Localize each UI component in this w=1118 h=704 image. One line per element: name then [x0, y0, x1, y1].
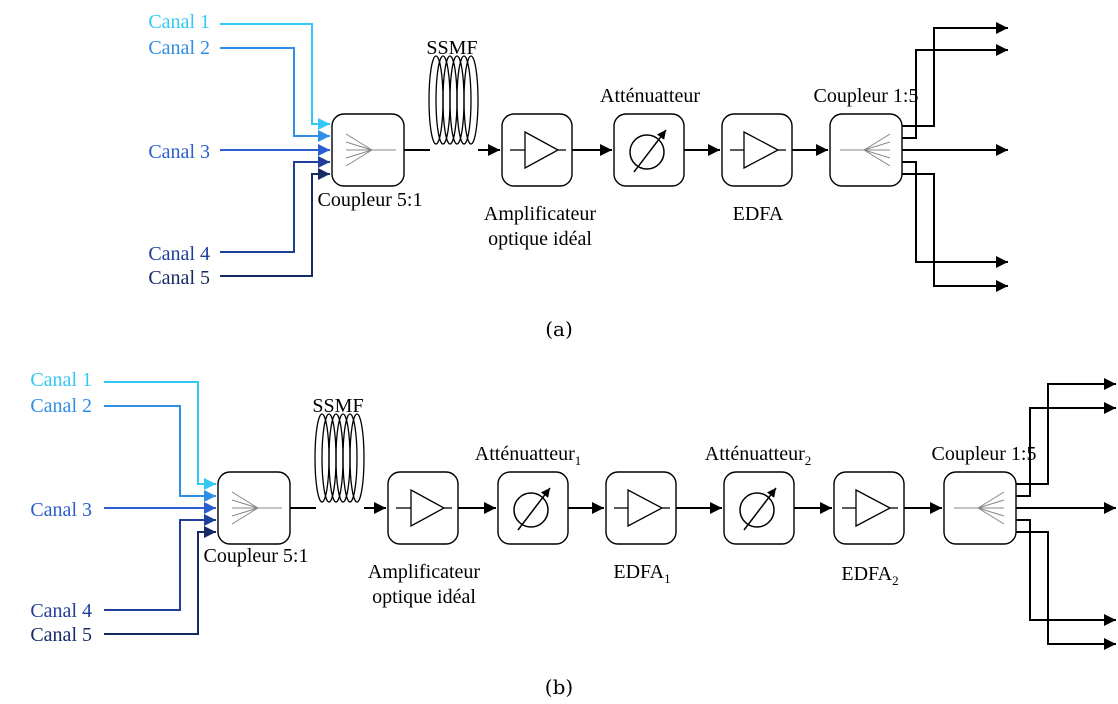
- attenuator-1-b: [497, 471, 569, 545]
- canal-1-wire-b: [104, 381, 216, 490]
- coupler-5-1-a: [331, 113, 405, 187]
- edfa-2-label-b: EDFA2: [841, 563, 898, 588]
- edfa-1-b: [605, 471, 677, 545]
- coupler-1-5-b: [943, 471, 1017, 545]
- output-4-wire-a: [902, 161, 1008, 268]
- canal-2-label-b: Canal 2: [30, 395, 92, 417]
- amplifier-label-line2-b: optique idéal: [372, 586, 476, 608]
- ssmf-label-b: SSMF: [312, 395, 363, 417]
- coupler-1-5-a: [829, 113, 903, 187]
- canal-4-wire-b: [104, 514, 216, 611]
- canal-2-label-a: Canal 2: [148, 37, 210, 59]
- edfa-a: [721, 113, 793, 187]
- canal-2-wire-a: [220, 47, 330, 142]
- attenuator-label-a: Atténuatteur: [600, 85, 700, 107]
- coupler-1-5-label-a: Coupleur 1:5: [814, 85, 919, 107]
- ssmf-spool-b: [314, 413, 365, 503]
- canal-3-label-a: Canal 3: [148, 141, 210, 163]
- amplifier-label-line1-b: Amplificateur: [368, 561, 481, 583]
- attenuator-2-label-b: Atténuatteur2: [705, 443, 811, 468]
- output-4-wire-b: [1016, 519, 1116, 626]
- output-1-wire-b: [1016, 378, 1116, 485]
- caption-b: (b): [545, 675, 573, 699]
- edfa-1-label-b: EDFA1: [613, 561, 670, 586]
- amplifier-label-line1-a: Amplificateur: [484, 203, 597, 225]
- canal-5-wire-b: [104, 526, 216, 635]
- output-5-wire-b: [1016, 531, 1116, 650]
- canal-1-label-a: Canal 1: [148, 11, 210, 33]
- canal-5-label-b: Canal 5: [30, 624, 92, 646]
- ideal-amplifier-b: [387, 471, 459, 545]
- coupler-5-1-label-a: Coupleur 5:1: [318, 189, 423, 211]
- canal-2-wire-b: [104, 405, 216, 502]
- output-2-wire-b: [1016, 402, 1116, 497]
- canal-4-label-b: Canal 4: [30, 600, 92, 622]
- output-2-wire-a: [902, 44, 1008, 139]
- ssmf-spool-a: [428, 55, 479, 145]
- ideal-amplifier-a: [501, 113, 573, 187]
- coupler-1-5-label-b: Coupleur 1:5: [932, 443, 1037, 465]
- caption-a: (a): [545, 317, 573, 341]
- output-5-wire-a: [902, 173, 1008, 292]
- attenuator-1-label-b: Atténuatteur1: [475, 443, 581, 468]
- canal-4-wire-a: [220, 156, 330, 253]
- amplifier-label-line2-a: optique idéal: [488, 228, 592, 250]
- edfa-2-b: [833, 471, 905, 545]
- coupler-5-1-label-b: Coupleur 5:1: [204, 545, 309, 567]
- canal-5-label-a: Canal 5: [148, 267, 210, 289]
- attenuator-2-b: [723, 471, 795, 545]
- canal-5-wire-a: [220, 168, 330, 277]
- diagram-b: Canal 1 Canal 2 Canal 3 Canal 4 Canal 5 …: [30, 369, 1116, 699]
- canal-1-label-b: Canal 1: [30, 369, 92, 391]
- coupler-5-1-b: [217, 471, 291, 545]
- canal-4-label-a: Canal 4: [148, 243, 210, 265]
- ssmf-label-a: SSMF: [426, 37, 477, 59]
- diagram-a: Canal 1 Canal 2 Canal 3 Canal 4 Canal 5 …: [148, 11, 1008, 341]
- canal-3-label-b: Canal 3: [30, 499, 92, 521]
- canal-1-wire-a: [220, 23, 330, 130]
- attenuator-a: [613, 113, 685, 187]
- edfa-label-a: EDFA: [733, 203, 784, 225]
- output-1-wire-a: [902, 22, 1008, 127]
